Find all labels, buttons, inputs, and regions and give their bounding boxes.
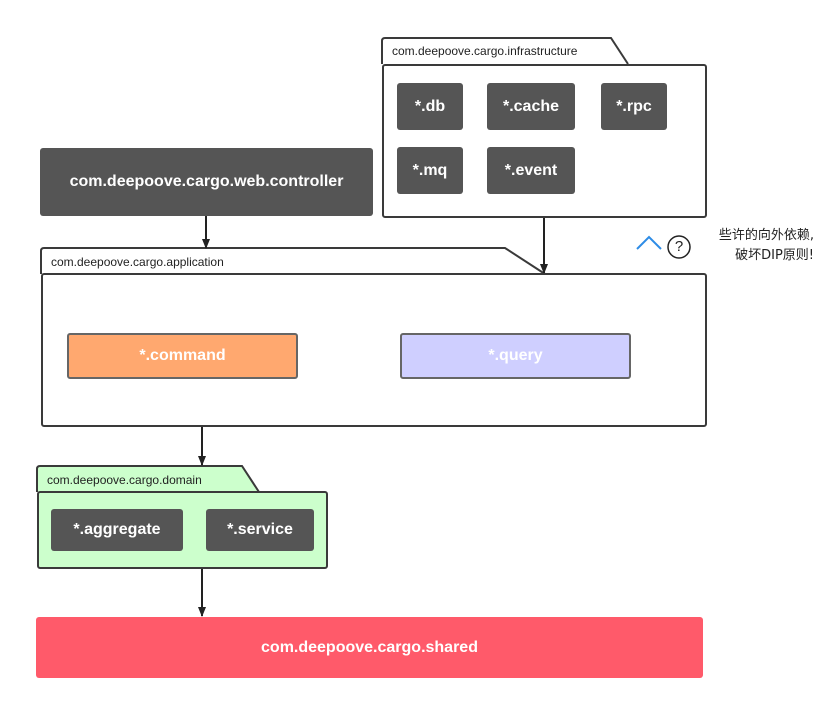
infrastructure-module-cache: *.cache	[487, 83, 575, 130]
command-module: *.command	[67, 333, 298, 379]
domain-package-title: com.deepoove.cargo.domain	[47, 473, 202, 487]
help-circle-icon[interactable]	[667, 235, 691, 259]
dependency-note: 些许的向外依赖, 破坏DIP原则!	[696, 226, 814, 266]
controller-module: com.deepoove.cargo.web.controller	[40, 148, 373, 216]
domain-module-service: *.service	[206, 509, 314, 551]
infrastructure-package-title: com.deepoove.cargo.infrastructure	[392, 44, 578, 58]
domain-package-tab	[36, 465, 260, 493]
shared-module: com.deepoove.cargo.shared	[36, 617, 703, 678]
infrastructure-module-db: *.db	[397, 83, 463, 130]
dependency-note-line-2: 破坏DIP原则!	[735, 248, 814, 263]
infrastructure-module-rpc: *.rpc	[601, 83, 667, 130]
help-symbol: ?	[674, 238, 684, 255]
infrastructure-module-event: *.event	[487, 147, 575, 194]
infrastructure-module-mq: *.mq	[397, 147, 463, 194]
dependency-note-line-1: 些许的向外依赖,	[718, 228, 814, 243]
application-package-tab	[40, 247, 546, 275]
infrastructure-package-tab	[381, 37, 629, 65]
collapse-chevron-icon[interactable]	[636, 235, 662, 250]
query-module: *.query	[400, 333, 631, 379]
application-package-title: com.deepoove.cargo.application	[51, 255, 224, 269]
domain-module-aggregate: *.aggregate	[51, 509, 183, 551]
